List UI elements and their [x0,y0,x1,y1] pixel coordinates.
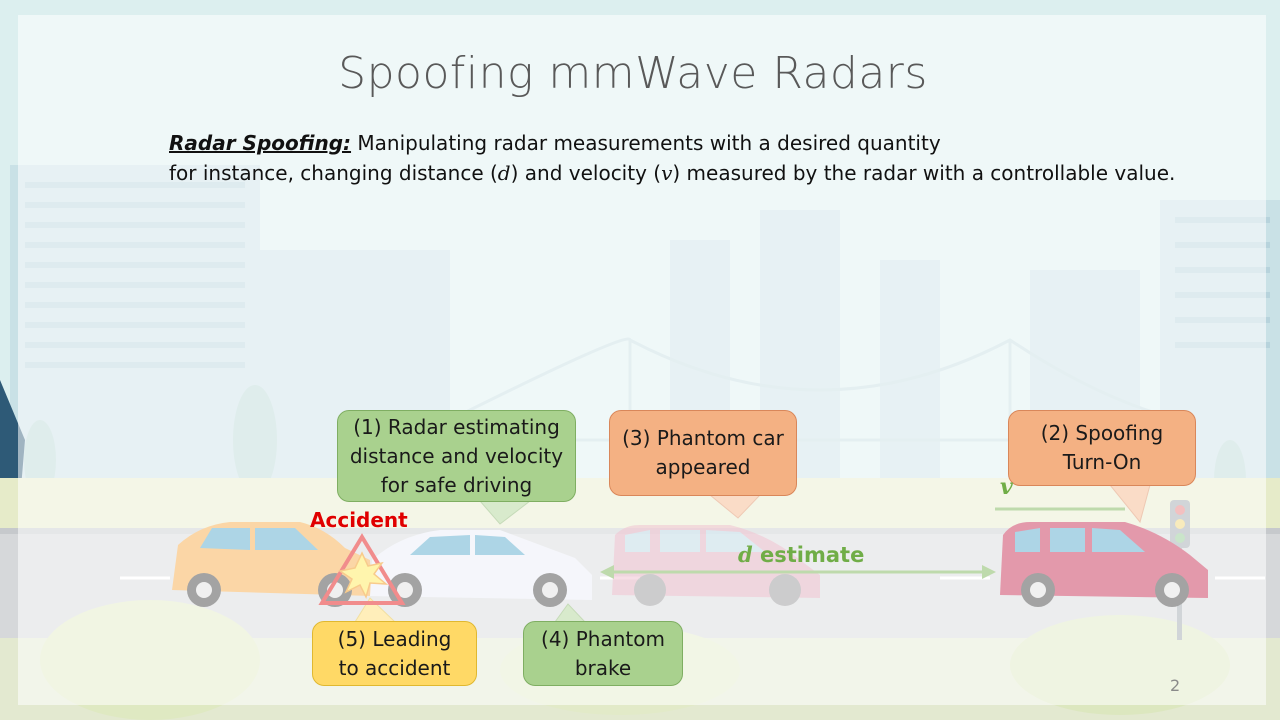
definition-text: Radar Spoofing: Manipulating radar measu… [169,128,1259,188]
definition-line1: Manipulating radar measurements with a d… [351,131,941,155]
callout-phantom-car: (3) Phantom car appeared [609,410,797,496]
d-symbol: d [738,542,753,567]
definition-term: Radar Spoofing: [169,131,352,155]
slide-panel [18,15,1266,705]
definition-line2-part-b: ) and velocity ( [510,161,662,185]
page-number: 2 [1170,676,1181,695]
callout-radar-estimating: (1) Radar estimating distance and veloci… [337,410,576,502]
d-estimate-label: d estimate [738,542,864,567]
callout-spoofing-on: (2) Spoofing Turn-On [1008,410,1196,486]
accident-label: Accident [310,508,408,532]
velocity-symbol: v [661,161,673,185]
v-label: v [1000,474,1013,500]
definition-line2-part-c: ) measured by the radar with a controlla… [672,161,1176,185]
callout-leading-accident: (5) Leading to accident [312,621,477,686]
estimate-text: estimate [752,543,865,567]
callout-phantom-brake: (4) Phantom brake [523,621,683,686]
distance-symbol: d [497,161,511,185]
definition-line2-part-a: for instance, changing distance ( [169,161,498,185]
slide-title: Spoofing mmWave Radars [338,48,928,99]
